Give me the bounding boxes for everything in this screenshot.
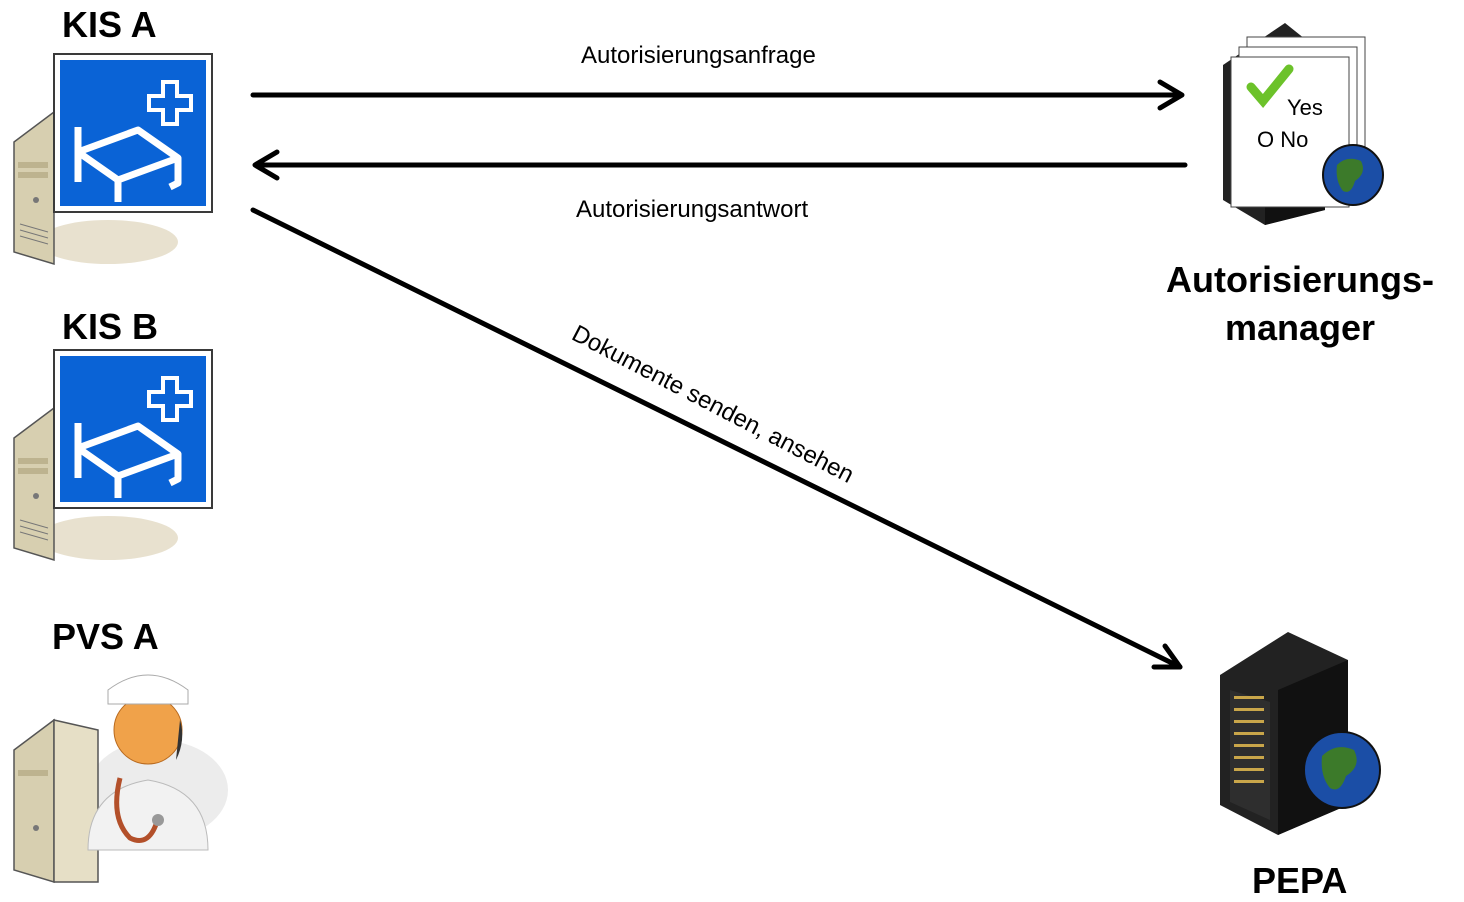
kis-a-icon	[13, 53, 213, 266]
auth-manager-icon: Yes O No	[1223, 23, 1384, 225]
doctor-icon	[87, 674, 209, 851]
pvs-a-label: PVS A	[52, 616, 159, 657]
auth-manager-label: Autorisierungs- manager	[1148, 256, 1452, 352]
hospital-bed-icon	[53, 53, 213, 213]
kis-b-icon	[13, 349, 213, 562]
hospital-bed-icon	[53, 349, 213, 509]
auth-manager-label-line2: manager	[1224, 307, 1376, 348]
kis-b-label: KIS B	[62, 306, 159, 347]
globe-icon	[1303, 731, 1381, 809]
edge-request-label: Autorisierungsanfrage	[581, 42, 816, 69]
pepa-icon	[1220, 632, 1381, 835]
form-yes-text: Yes	[1287, 95, 1323, 120]
server-tower-icon	[13, 110, 178, 266]
pvs-a-icon	[13, 674, 228, 884]
arrow-documents-head	[1151, 643, 1183, 670]
edge-response-label: Autorisierungsantwort	[576, 196, 809, 223]
arrow-request-head	[1157, 79, 1185, 111]
arrow-documents	[250, 207, 1183, 670]
server-tower-icon	[13, 406, 178, 562]
auth-manager-label-line1: Autorisierungs-	[1165, 259, 1434, 300]
form-no-text: O No	[1257, 127, 1308, 152]
kis-a-label: KIS A	[62, 4, 157, 45]
globe-icon	[1322, 144, 1384, 206]
edges-layer	[250, 79, 1188, 670]
arrow-response-head	[252, 149, 280, 181]
